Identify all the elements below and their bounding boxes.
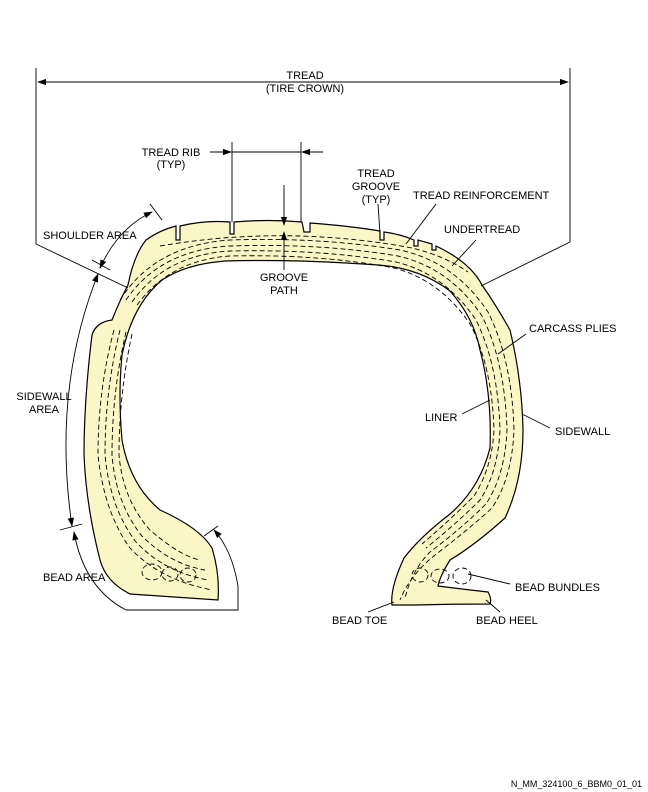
label-bead-toe: BEAD TOE <box>332 615 387 627</box>
carcass-ply-1 <box>119 238 515 601</box>
sidewall-leader <box>521 413 551 429</box>
shoulder-area-marker <box>91 203 163 271</box>
tire-body <box>83 219 524 606</box>
carcass-plies-leader <box>497 333 527 355</box>
carcass-ply-3 <box>131 250 501 549</box>
label-tread-groove-1: TREAD <box>357 168 394 180</box>
label-tread-rib-typ: (TYP) <box>157 159 186 171</box>
label-groove-path-1: GROOVE <box>260 272 308 284</box>
label-bead-area: BEAD AREA <box>43 572 106 584</box>
figure-reference: N_MM_324100_6_BBM0_01_01 <box>511 779 642 789</box>
label-shoulder-area: SHOULDER AREA <box>43 230 137 242</box>
label-sidewall-area-2: AREA <box>29 404 60 416</box>
label-groove-path-2: PATH <box>270 285 298 297</box>
tread-groove-leader <box>377 203 381 235</box>
tread-reinforcement-line <box>159 235 469 273</box>
label-bead-heel: BEAD HEEL <box>476 615 538 627</box>
tread-reinforcement-leader <box>405 203 437 245</box>
left-ply-2 <box>104 329 209 581</box>
bead-area-marker <box>72 525 239 611</box>
bead-bundle-right <box>411 567 472 585</box>
label-tread-reinforcement: TREAD REINFORCEMENT <box>413 190 550 202</box>
tread-width-dimension <box>35 68 571 289</box>
label-sidewall: SIDEWALL <box>555 426 610 438</box>
carcass-ply-4 <box>136 255 495 545</box>
bead-bundles-leader <box>467 573 511 585</box>
left-ply-3 <box>111 331 206 571</box>
tread-rib-dimension <box>210 142 323 222</box>
liner-leader <box>461 399 491 415</box>
label-bead-bundles: BEAD BUNDLES <box>515 582 600 594</box>
label-tire-crown: (TIRE CROWN) <box>266 83 344 95</box>
label-sidewall-area-1: SIDEWALL <box>16 391 71 403</box>
label-tread-groove-2: GROOVE <box>352 181 400 193</box>
left-ply-4 <box>118 333 201 561</box>
left-ply-1 <box>97 329 213 591</box>
label-tread-rib: TREAD RIB <box>142 147 201 159</box>
bead-heel-leader <box>485 599 501 613</box>
label-tread: TREAD <box>286 70 323 82</box>
label-tread-groove-typ: (TYP) <box>362 194 391 206</box>
bead-bundle-left <box>141 563 197 583</box>
label-liner: LINER <box>425 412 457 424</box>
sidewall-area-marker <box>59 273 99 531</box>
label-undertread: UNDERTREAD <box>444 224 520 236</box>
undertread-leader <box>451 239 477 267</box>
bead-toe-leader <box>367 601 395 613</box>
label-carcass-plies: CARCASS PLIES <box>529 323 616 335</box>
carcass-ply-2 <box>125 245 508 599</box>
